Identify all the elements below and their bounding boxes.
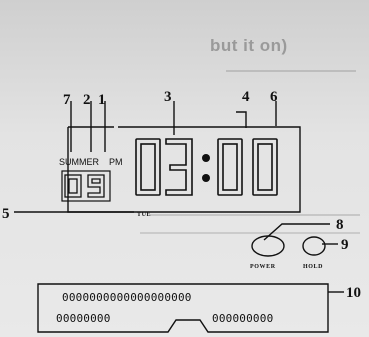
callout-1: 1 xyxy=(98,92,106,108)
keyboard-row-1: 0000000000000000000 xyxy=(62,291,192,304)
colon xyxy=(202,154,210,182)
callout-7: 7 xyxy=(63,92,71,108)
power-label: POWER xyxy=(250,264,276,270)
callout-10: 10 xyxy=(346,285,361,301)
keyboard-row-2-right: 000000000 xyxy=(212,312,273,325)
keyboard-row-2-left: 00000000 xyxy=(56,312,111,325)
pm-label: PM xyxy=(109,157,123,167)
callout-8: 8 xyxy=(336,217,344,233)
bleed-through-text: but it on) xyxy=(210,36,288,55)
hold-label: HOLD xyxy=(303,264,323,270)
callout-line-4 xyxy=(236,111,247,128)
callout-line-8 xyxy=(263,223,330,241)
bleed-through-line xyxy=(140,232,360,234)
callout-5: 5 xyxy=(2,206,10,222)
power-button[interactable] xyxy=(251,235,285,257)
callout-9: 9 xyxy=(341,237,349,253)
bleed-through-line xyxy=(226,70,356,72)
day-label: TUE xyxy=(137,212,151,218)
date-display-box xyxy=(61,170,111,202)
bleed-through-line xyxy=(150,214,360,216)
callout-2: 2 xyxy=(83,92,91,108)
summer-label: SUMMER xyxy=(59,157,99,167)
hours-digits xyxy=(135,138,193,196)
hold-button[interactable] xyxy=(302,236,326,256)
callout-3: 3 xyxy=(164,89,172,105)
display-frame xyxy=(67,126,301,213)
callout-6: 6 xyxy=(270,89,278,105)
date-digits xyxy=(64,174,105,198)
minutes-digits xyxy=(217,138,278,196)
keyboard-outline xyxy=(37,283,329,333)
callout-4: 4 xyxy=(242,89,250,105)
